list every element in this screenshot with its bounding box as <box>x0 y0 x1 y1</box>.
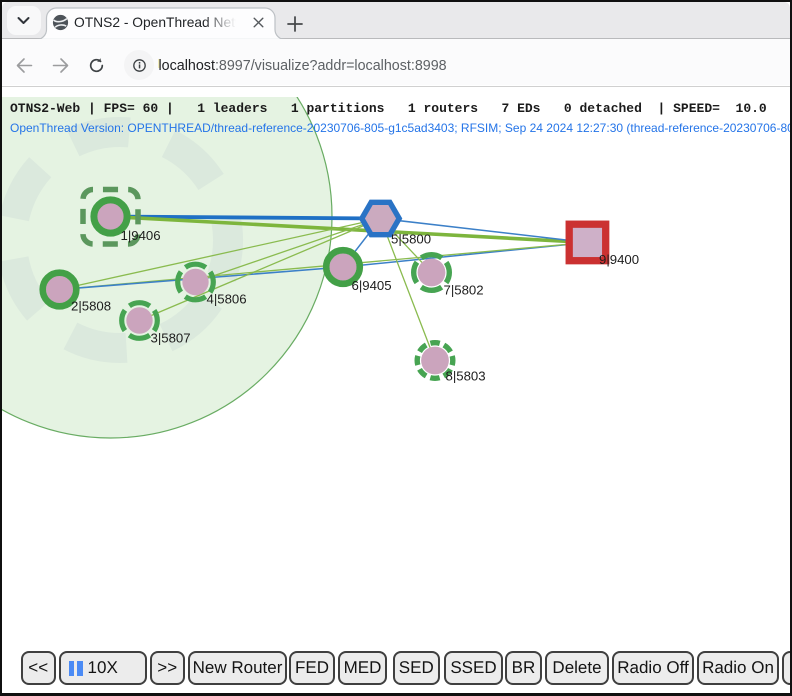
svg-text:4|5806: 4|5806 <box>207 292 247 307</box>
svg-text:5|5800: 5|5800 <box>391 232 431 247</box>
svg-text:9|9400: 9|9400 <box>599 252 639 267</box>
svg-text:7|5802: 7|5802 <box>444 283 484 298</box>
svg-text:3|5807: 3|5807 <box>151 331 191 346</box>
svg-text:8|5803: 8|5803 <box>446 369 486 384</box>
svg-text:6|9405: 6|9405 <box>352 278 392 293</box>
svg-text:1|9406: 1|9406 <box>121 228 161 243</box>
svg-text:2|5808: 2|5808 <box>71 299 111 314</box>
